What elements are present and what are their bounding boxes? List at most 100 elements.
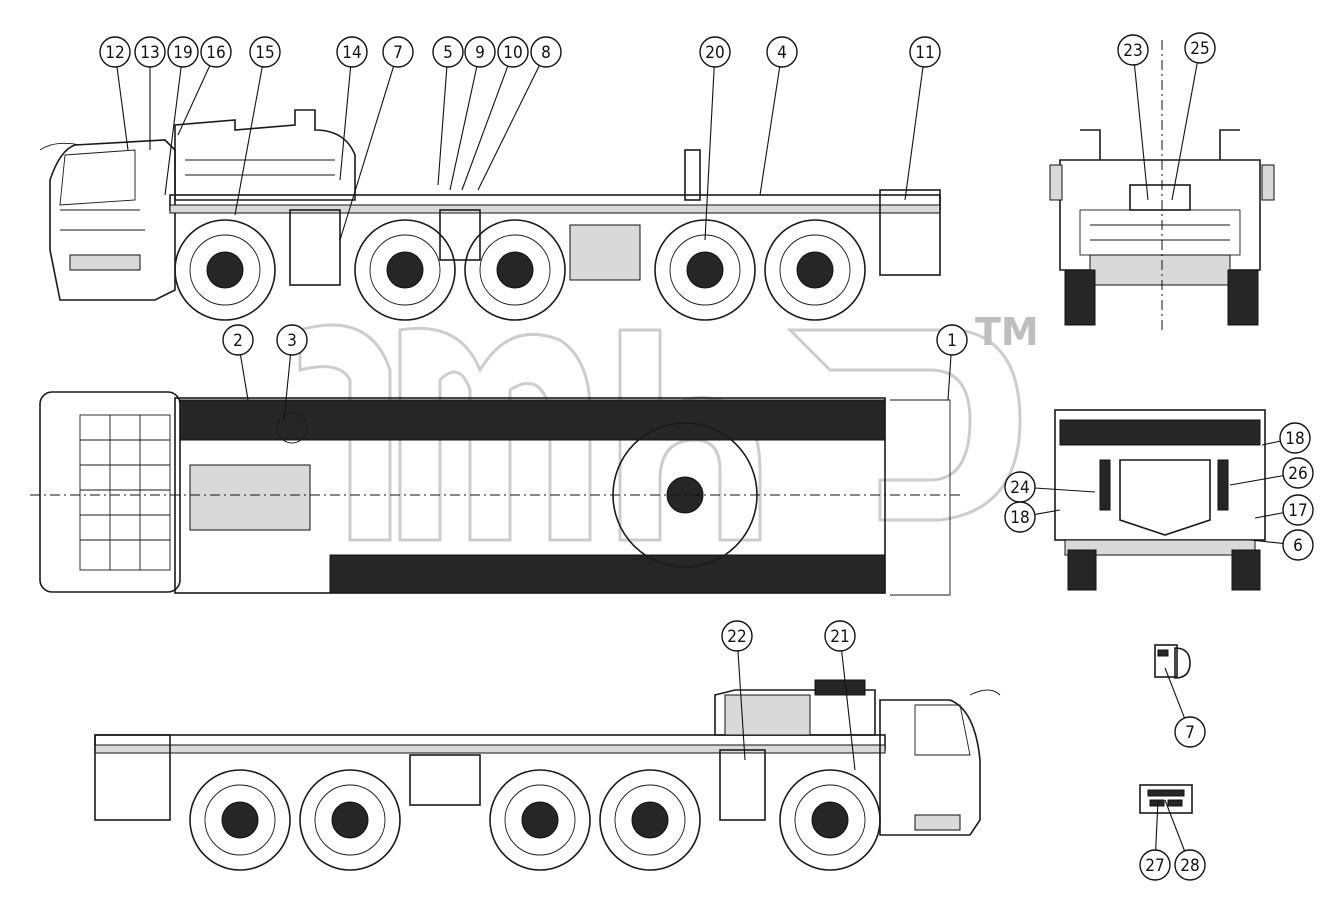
- callout-leader: [477, 65, 540, 191]
- callout-balloon: [766, 36, 798, 68]
- callout-number: 13: [140, 43, 159, 63]
- callout-number: 24: [1010, 478, 1029, 498]
- callout-side_left-19: 19: [164, 36, 199, 196]
- callout-rear-6: 6: [1249, 529, 1314, 561]
- callout-balloon: [1004, 501, 1036, 533]
- callout-detail_b-27: 27: [1139, 799, 1171, 881]
- callout-side_left-13: 13: [134, 36, 166, 150]
- callout-balloon: [530, 36, 562, 68]
- callout-leader: [234, 66, 263, 216]
- callout-number: 15: [255, 43, 274, 63]
- callout-leader: [1261, 440, 1281, 446]
- callout-leader: [1034, 487, 1096, 493]
- truck-top-view: [30, 391, 960, 596]
- callout-side_left-20: 20: [699, 36, 731, 241]
- callout-rear-17: 17: [1254, 494, 1314, 526]
- callout-balloon: [382, 36, 414, 68]
- callout-balloon: [497, 36, 529, 68]
- callout-top-1: 1: [936, 324, 968, 401]
- callout-side_left-10: 10: [461, 36, 529, 191]
- callout-leader: [947, 354, 952, 401]
- callout-number: 18: [1010, 508, 1029, 528]
- detail-plate-b: [1139, 784, 1193, 814]
- callout-balloon: [1279, 422, 1311, 454]
- callout-rear-26: 26: [1229, 457, 1314, 489]
- callout-number: 27: [1145, 856, 1164, 876]
- callout-leader: [1171, 62, 1198, 201]
- callout-leader: [904, 66, 924, 201]
- callout-detail_b-28: 28: [1164, 799, 1206, 881]
- callout-number: 26: [1288, 464, 1307, 484]
- callout-number: 1: [947, 331, 957, 351]
- callout-number: 11: [915, 43, 934, 63]
- callout-side_right-21: 21: [824, 620, 856, 771]
- callout-leader: [1034, 509, 1061, 515]
- callout-number: 6: [1293, 536, 1303, 556]
- callout-balloon: [464, 36, 496, 68]
- callout-leader: [449, 66, 478, 191]
- callout-balloon: [222, 324, 254, 356]
- callout-number: 7: [393, 43, 403, 63]
- callout-number: 21: [830, 627, 849, 647]
- callout-balloon: [276, 324, 308, 356]
- callout-side_left-16: 16: [177, 36, 232, 136]
- callout-number: 18: [1285, 429, 1304, 449]
- callout-side_left-14: 14: [336, 36, 368, 181]
- callout-number: 23: [1123, 41, 1142, 61]
- callout-balloon: [824, 620, 856, 652]
- callout-leader: [759, 66, 781, 196]
- callout-number: 3: [287, 331, 297, 351]
- callout-top-2: 2: [222, 324, 254, 401]
- callout-number: 7: [1185, 723, 1195, 743]
- callout-balloon: [134, 36, 166, 68]
- callout-number: 10: [503, 43, 522, 63]
- callout-number: 28: [1180, 856, 1199, 876]
- callout-balloon: [936, 324, 968, 356]
- truck-rear-view: [1054, 409, 1266, 591]
- callout-balloon: [1117, 34, 1149, 66]
- callout-number: 5: [443, 43, 453, 63]
- callout-side_left-4: 4: [759, 36, 798, 196]
- callout-detail_a-7: 7: [1164, 667, 1206, 748]
- callout-number: 16: [206, 43, 225, 63]
- callout-leader: [1155, 799, 1159, 851]
- callout-balloon: [1174, 716, 1206, 748]
- callout-number: 19: [173, 43, 192, 63]
- callout-number: 25: [1190, 39, 1209, 59]
- callout-balloon: [200, 36, 232, 68]
- callout-rear-18: 18: [1261, 422, 1311, 454]
- callout-leader: [737, 650, 746, 761]
- callout-leader: [841, 650, 856, 771]
- callout-balloon: [249, 36, 281, 68]
- callout-number: 8: [541, 43, 551, 63]
- callout-balloon: [1139, 849, 1171, 881]
- callout-balloon: [1184, 32, 1216, 64]
- callout-balloon: [1282, 457, 1314, 489]
- callout-leader: [239, 354, 249, 401]
- callout-side_left-12: 12: [99, 36, 131, 151]
- callout-number: 20: [705, 43, 724, 63]
- callout-leader: [461, 65, 509, 191]
- watermark-tm: TM: [975, 310, 1039, 354]
- truck-side-view-right: [94, 679, 1001, 871]
- callout-balloon: [99, 36, 131, 68]
- callout-number: 14: [342, 43, 361, 63]
- callout-side_left-15: 15: [234, 36, 281, 216]
- callout-balloon: [1282, 494, 1314, 526]
- truck-side-view-left: [39, 109, 941, 321]
- callout-side_left-8: 8: [477, 36, 562, 191]
- callout-leader: [164, 66, 182, 196]
- callout-front-23: 23: [1117, 34, 1149, 201]
- callout-side_left-9: 9: [449, 36, 496, 191]
- callout-leader: [1133, 64, 1149, 201]
- callout-leader: [704, 66, 715, 241]
- callout-leader: [1229, 475, 1284, 486]
- callout-front-25: 25: [1171, 32, 1216, 201]
- callout-leader: [116, 66, 129, 151]
- callout-number: 9: [475, 43, 485, 63]
- callout-number: 12: [105, 43, 124, 63]
- callout-balloon: [336, 36, 368, 68]
- callout-balloon: [1174, 849, 1206, 881]
- callout-side_left-5: 5: [432, 36, 464, 186]
